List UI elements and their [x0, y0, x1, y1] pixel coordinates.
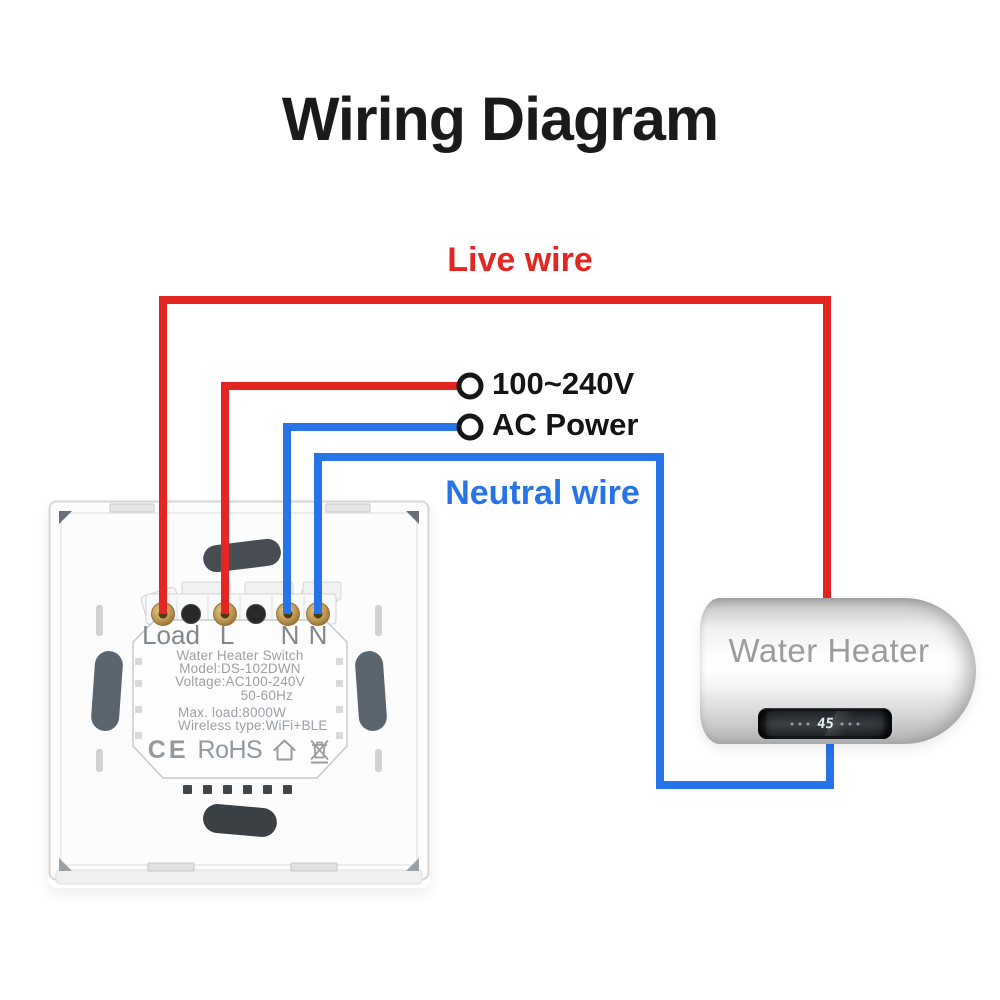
bottom-mounting-slot	[203, 804, 277, 837]
terminal-label-load: Load	[142, 620, 200, 650]
house-icon	[273, 739, 296, 761]
corner-clip-icon	[59, 858, 72, 871]
terminal-label-n1: N	[280, 620, 300, 650]
side-groove	[96, 605, 103, 636]
water-heater: Water Heater 45	[700, 598, 976, 744]
panel-temperature-display: 45	[815, 715, 835, 732]
page-title: Wiring Diagram	[281, 85, 719, 153]
side-groove	[375, 749, 382, 772]
supply-terminal-dot-neutral	[456, 413, 484, 441]
supply-terminal-dot-live	[456, 372, 484, 400]
spec-line-product: Water Heater Switch	[176, 648, 304, 663]
spec-line-model: Model:DS-102DWN	[179, 661, 301, 677]
top-clip	[325, 503, 371, 513]
corner-clip-icon	[59, 511, 72, 524]
spec-line-frequency: 50-60Hz	[240, 687, 293, 703]
bottom-clip	[290, 862, 338, 872]
panel-indicator-lights	[838, 719, 863, 728]
supply-voltage-label: 100~240V	[492, 366, 635, 401]
heater-control-panel: 45	[758, 708, 892, 739]
device-spec-text: Water Heater Switch Model:DS-102DWN Volt…	[133, 648, 347, 734]
rohs-mark: RoHS	[197, 735, 263, 764]
weee-crossed-bin-icon	[310, 739, 329, 763]
terminal-n1-hole	[283, 609, 293, 619]
spec-line-wireless: Wireless type:WiFi+BLE	[178, 718, 328, 734]
terminal-n2-hole	[313, 609, 323, 619]
right-mounting-slot	[355, 651, 387, 731]
corner-clip-icon	[406, 858, 419, 871]
terminal-label-l: L	[219, 620, 235, 650]
live-wire-label: Live wire	[447, 241, 593, 279]
terminal-label-n2: N	[308, 620, 328, 650]
ce-mark: CE	[147, 735, 189, 764]
plate-bottom-lip	[55, 869, 423, 885]
terminal-load-hole	[158, 609, 168, 619]
bottom-clip	[147, 862, 195, 872]
top-clip	[109, 503, 155, 513]
smart-switch-device: Load L N N Water Heater Switch Model:DS-…	[48, 500, 430, 888]
module-bottom-vents	[183, 785, 292, 794]
terminal-l-hole	[220, 609, 230, 619]
neutral-wire-label: Neutral wire	[445, 474, 640, 512]
supply-ac-power-label: AC Power	[492, 407, 639, 442]
side-groove	[375, 605, 382, 636]
side-groove	[96, 749, 103, 772]
certification-row: CE RoHS	[133, 733, 347, 767]
water-heater-label: Water Heater	[728, 632, 930, 669]
spec-line-maxload: Max. load:8000W	[178, 704, 287, 720]
terminal-unused	[246, 604, 266, 624]
spec-line-voltage: Voltage:AC100-240V	[175, 674, 305, 690]
panel-indicator-lights	[787, 719, 812, 728]
left-mounting-slot	[91, 651, 123, 731]
